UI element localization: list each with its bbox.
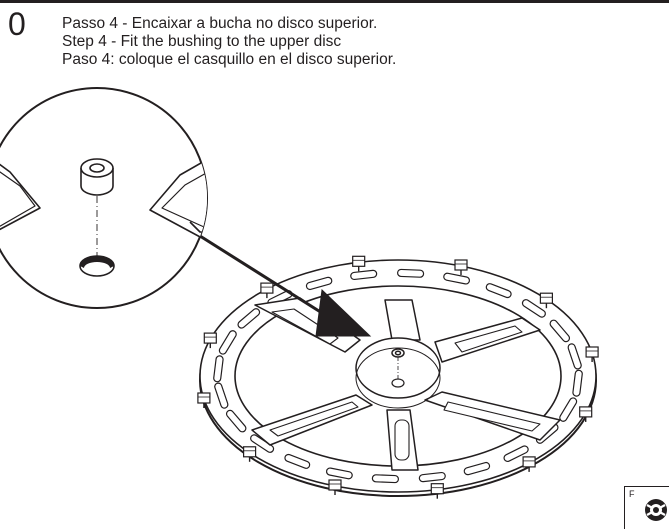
- disc-hub: [355, 337, 441, 409]
- instruction-english: Step 4 - Fit the bushing to the upper di…: [62, 33, 342, 50]
- rim-slot: [418, 471, 446, 483]
- instruction-portuguese: Passo 4 - Encaixar a bucha no disco supe…: [62, 15, 378, 32]
- rim-slot: [559, 397, 578, 422]
- top-rule: [0, 0, 669, 3]
- disc-spokes: [251, 297, 561, 471]
- gear-logo-icon: [645, 499, 667, 521]
- rim-tab: [260, 282, 274, 299]
- rim-tab: [454, 259, 468, 275]
- rim-slot: [214, 382, 229, 409]
- rim-tab: [243, 446, 257, 462]
- rim-slot: [225, 409, 247, 433]
- rim-slot: [572, 369, 583, 397]
- pointer-arrow: [199, 234, 372, 337]
- detail-zoom-circle: [0, 87, 208, 309]
- rim-tab: [585, 346, 599, 362]
- rim-tab: [539, 292, 554, 309]
- rim-tab: [203, 332, 217, 349]
- rim-slot: [463, 461, 491, 476]
- rim-slot: [218, 330, 237, 355]
- rim-tab: [579, 406, 593, 422]
- rim-slot: [567, 343, 582, 370]
- rim-slot: [305, 276, 333, 291]
- rim-slot: [485, 283, 512, 299]
- rim-slot: [521, 299, 546, 318]
- rim-tab: [352, 255, 366, 272]
- rim-tab: [197, 392, 211, 408]
- rim-slot: [350, 269, 378, 281]
- rim-slot: [549, 319, 571, 343]
- rim-slot: [325, 467, 353, 480]
- rim-slot: [237, 308, 261, 329]
- rim-tab: [328, 479, 342, 495]
- rim-tab: [522, 456, 536, 472]
- corner-tab-label: F: [629, 489, 635, 499]
- step-instructions: Passo 4 - Encaixar a bucha no disco supe…: [62, 15, 396, 69]
- rim-slot: [371, 474, 399, 484]
- page-corner-tab: F: [624, 486, 669, 529]
- rim-tab: [430, 483, 444, 499]
- instruction-spanish: Paso 4: coloque el casquillo en el disco…: [62, 51, 397, 68]
- rim-slot: [397, 268, 425, 278]
- rim-slot: [284, 453, 311, 469]
- rim-slot: [443, 272, 471, 285]
- rim-slots: [213, 268, 583, 484]
- step-number: 0: [8, 6, 26, 42]
- rim-slot: [213, 355, 224, 383]
- rim-tabs: [197, 255, 599, 499]
- rim-slot: [503, 445, 529, 463]
